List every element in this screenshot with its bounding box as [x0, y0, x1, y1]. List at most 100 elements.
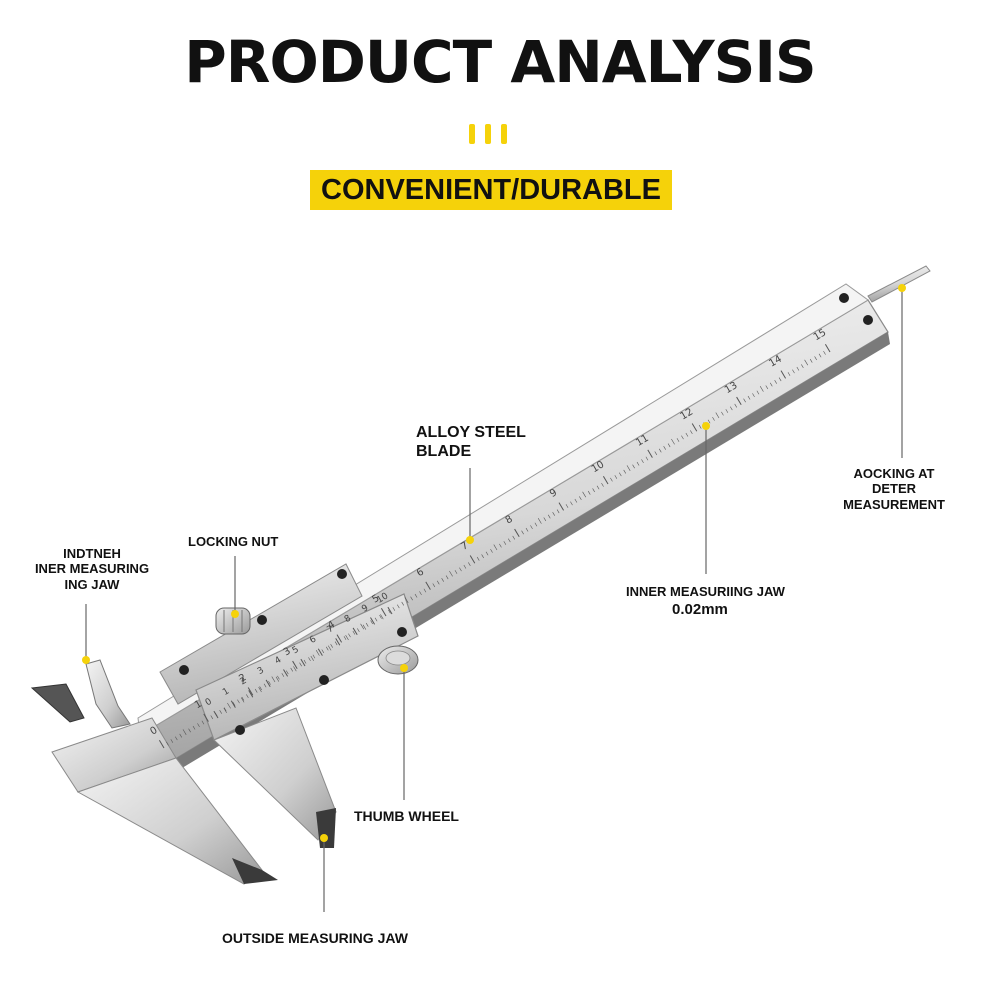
- beam-scale-tick: [336, 634, 343, 643]
- tick-mark: [469, 124, 475, 144]
- beam-scale-tick: [712, 417, 715, 421]
- beam-scale-tick: [299, 662, 302, 667]
- vernier-scale-tick: [300, 658, 306, 667]
- beam-scale-tick: [792, 369, 795, 374]
- beam-scale-tick: [292, 660, 298, 670]
- beam-scale-tick: [525, 527, 529, 532]
- beam-scale-tick: [312, 654, 316, 659]
- beam-scale-tick: [647, 449, 653, 458]
- beam-scale-tick: [449, 570, 453, 577]
- outside-jaw-moving: [213, 707, 337, 841]
- vernier-scale-number: 3: [256, 666, 266, 678]
- vernier-scale-number: 5: [291, 645, 301, 657]
- vernier-scale-tick: [240, 697, 245, 703]
- beam-scale-tick: [401, 601, 405, 606]
- beam-scale-tick: [268, 681, 271, 685]
- beam-scale-tick: [290, 667, 294, 672]
- beam-scale-number: 7: [459, 540, 470, 553]
- vernier-scale-tick: [283, 669, 289, 677]
- beam-scale-tick: [271, 676, 276, 683]
- beam-scale-tick: [734, 403, 738, 408]
- beam-scale-number: 6: [415, 566, 426, 579]
- beam-scale-tick: [388, 609, 391, 614]
- beam-scale-tick: [330, 644, 333, 648]
- beam-scale-tick: [499, 543, 502, 548]
- beam-scale-tick: [547, 514, 551, 519]
- beam-scale-tick: [690, 430, 693, 434]
- beam-scale-tick: [610, 477, 613, 482]
- beam-scale-tick: [725, 409, 729, 413]
- tick-mark: [501, 124, 507, 144]
- beam-scale-tick: [574, 498, 578, 503]
- beam-scale-tick: [493, 544, 498, 551]
- beam-scale-tick: [325, 646, 329, 651]
- beam-scale-tick: [691, 423, 698, 432]
- beam-scale-tick: [188, 728, 191, 733]
- subtitle-text: CONVENIENT/DURABLE: [321, 173, 661, 206]
- beam-scale-tick: [614, 475, 618, 479]
- beam-scale-tick: [645, 456, 649, 461]
- beam-scale-tick: [765, 385, 769, 390]
- beam-scale-tick: [796, 366, 800, 371]
- beam-scale-tick: [507, 538, 511, 543]
- beam-scale-tick: [552, 512, 555, 516]
- beam-scale-tick: [201, 720, 205, 725]
- subtitle-banner: CONVENIENT/DURABLE: [310, 170, 672, 210]
- beam-scale-tick: [392, 607, 396, 611]
- beam-scale-tick: [352, 630, 356, 635]
- beam-scale-tick: [780, 370, 787, 379]
- vernier-scale-tick: [335, 638, 341, 646]
- beam-scale-tick: [343, 636, 347, 640]
- beam-scale-tick: [374, 617, 378, 622]
- beam-scale-tick: [254, 688, 258, 693]
- vernier-scale-tick: [370, 617, 376, 625]
- vernier-scale-number: 8: [343, 613, 353, 625]
- beam-scale-tick: [237, 699, 240, 704]
- beam-scale-tick: [592, 488, 595, 493]
- beam-scale-tick: [814, 356, 817, 361]
- beam-scale-tick: [521, 530, 524, 535]
- beam-scale-tick: [334, 641, 338, 646]
- vernier-scale-number: 6: [308, 634, 318, 646]
- callout-dot-icon: [898, 284, 906, 292]
- beam-scale-tick: [752, 393, 755, 398]
- inner-jaw-fixed: [30, 683, 85, 723]
- beam-scale-tick: [454, 570, 458, 574]
- tick-mark: [485, 124, 491, 144]
- beam-scale-tick: [565, 504, 569, 508]
- screws: [179, 293, 873, 735]
- depth-rod: [867, 265, 931, 303]
- vernier-scale-tick: [345, 635, 349, 641]
- beam-scale-tick: [379, 615, 382, 619]
- beam-scale-tick: [587, 490, 591, 495]
- beam-scale-tick: [227, 702, 231, 709]
- label-inner-measuring-jaw-right: INNER MEASURIING JAW 0.02mm: [626, 584, 785, 619]
- beam-scale-tick: [432, 583, 436, 588]
- vernier-scale-tick: [275, 676, 280, 682]
- beam-scale-tick: [618, 472, 622, 477]
- beam-scale-tick: [769, 382, 773, 387]
- beam-scale-tick: [823, 351, 826, 355]
- beam-scale-tick: [174, 736, 178, 741]
- inner-jaw-moving: [85, 659, 131, 729]
- beam-scale-tick: [476, 556, 480, 561]
- beam-scale-tick: [158, 740, 165, 749]
- vernier-scale-number: 7: [326, 624, 336, 636]
- vernier-scale-tick: [387, 606, 393, 615]
- beam-scale-tick: [170, 739, 174, 743]
- beam-scale-tick: [747, 395, 751, 400]
- vernier-scale-tick: [248, 690, 254, 698]
- beam-scale-tick: [641, 459, 644, 464]
- vernier-scale-number: 9: [360, 603, 370, 615]
- beam-scale-tick: [404, 597, 409, 603]
- beam-scale-tick: [632, 464, 635, 469]
- beam-scale-tick: [410, 596, 413, 601]
- label-thumb-wheel: THUMB WHEEL: [354, 808, 459, 824]
- beam-scale-tick: [512, 535, 516, 540]
- vernier-scale-tick: [380, 614, 384, 620]
- callout-dot-icon: [702, 422, 710, 430]
- beam-scale-tick: [818, 353, 822, 358]
- beam-scale-tick: [663, 446, 666, 450]
- beam-scale-number: 2: [237, 672, 248, 685]
